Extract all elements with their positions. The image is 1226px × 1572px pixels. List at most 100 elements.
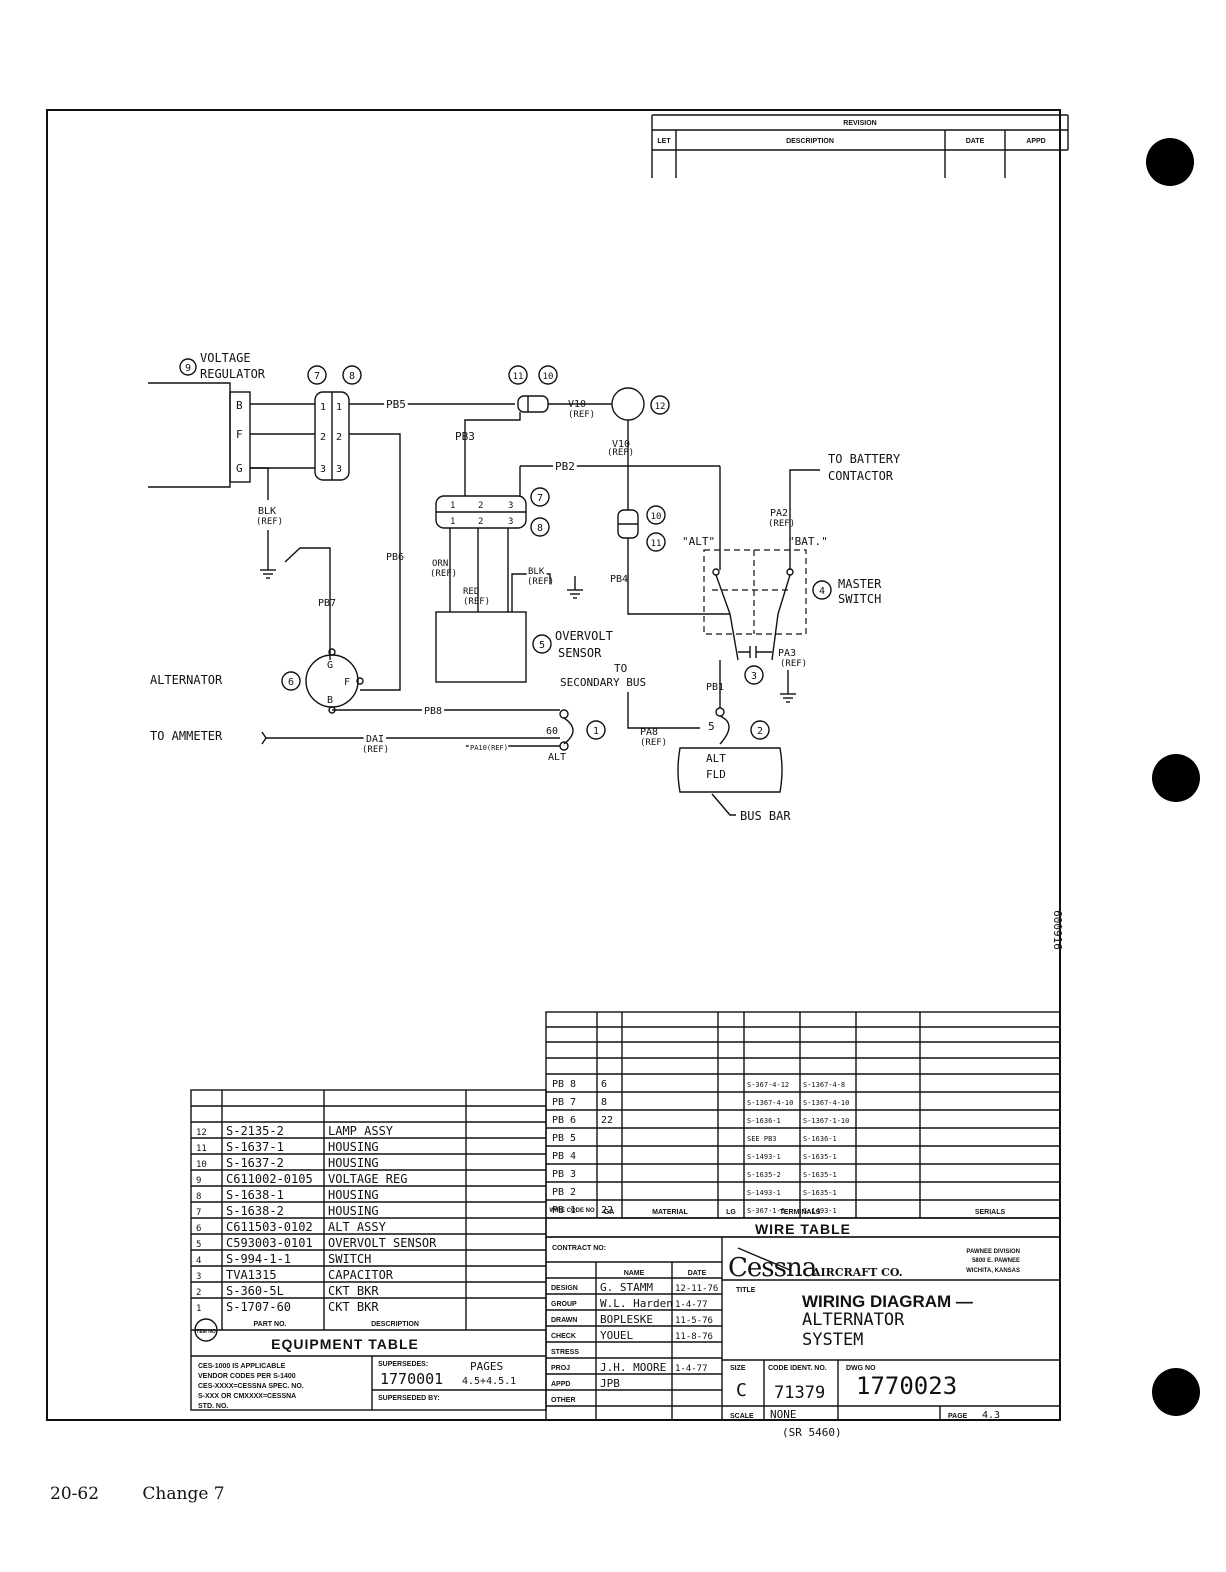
to-battery-label-1: TO BATTERY (828, 452, 901, 466)
svg-text:(REF): (REF) (607, 448, 634, 458)
vr-terminal-b: B (236, 399, 243, 412)
svg-text:1: 1 (320, 402, 326, 413)
company-logo: Cessna (728, 1253, 817, 1283)
schematic: 9 VOLTAGE REGULATOR B F G 7 8 1 1 2 2 3 … (148, 351, 1064, 950)
signoff-role: PROJ (551, 1365, 570, 1372)
wire-table-cell: S-1635-2 (747, 1171, 781, 1179)
equip-part-no: S-1637-1 (226, 1140, 284, 1154)
callout-1: 1 (593, 726, 599, 737)
svg-text:5800 E. PAWNEE: 5800 E. PAWNEE (972, 1258, 1020, 1264)
equip-item-no: 2 (196, 1288, 201, 1298)
signoff-name: J.H. MOORE (600, 1361, 666, 1374)
equip-description: HOUSING (328, 1188, 379, 1202)
svg-text:(REF): (REF) (362, 745, 389, 755)
supersedes-dwg: 1770001 (380, 1370, 443, 1388)
callout-7: 7 (314, 371, 320, 382)
wire-col-lg: LG (726, 1209, 736, 1216)
svg-text:1: 1 (450, 517, 455, 527)
svg-text:B: B (327, 695, 333, 706)
svg-text:DWG NO: DWG NO (846, 1365, 876, 1372)
svg-text:60: 60 (546, 726, 558, 737)
equip-item-no: 7 (196, 1208, 201, 1218)
wire-pb3-label: PB3 (455, 430, 475, 443)
svg-text:2: 2 (478, 501, 483, 511)
svg-text:8: 8 (537, 523, 543, 534)
wire-table-cell: S-1493-1 (803, 1207, 837, 1215)
signoff-role: CHECK (551, 1333, 576, 1340)
svg-text:PAGES: PAGES (470, 1360, 503, 1373)
drawing-title-2: ALTERNATOR (802, 1310, 905, 1330)
equip-part-no: C611503-0102 (226, 1220, 313, 1234)
svg-text:VENDOR CODES PER S-1400: VENDOR CODES PER S-1400 (198, 1373, 296, 1380)
svg-text:CES-1000 IS APPLICABLE: CES-1000 IS APPLICABLE (198, 1363, 286, 1370)
voltage-regulator-label-2: REGULATOR (200, 367, 266, 381)
svg-text:PAGE: PAGE (948, 1413, 968, 1420)
capacitor-icon (738, 646, 772, 658)
svg-text:SCALE: SCALE (730, 1413, 754, 1420)
wire-table-cell: S-1635-1 (803, 1153, 837, 1161)
callout-2: 2 (757, 726, 763, 737)
wire-col-material: MATERIAL (652, 1209, 688, 1216)
equip-item-no: 11 (196, 1144, 207, 1154)
bus-bar: ALT FLD BUS BAR (677, 747, 791, 823)
svg-text:(REF): (REF) (256, 517, 283, 527)
revision-col-let: LET (657, 138, 671, 145)
svg-text:2: 2 (336, 432, 342, 443)
callout-8: 8 (349, 371, 355, 382)
wire-pb5-label: PB5 (386, 398, 406, 411)
svg-text:5: 5 (708, 720, 715, 733)
wire-table-cell: S-1367-1-10 (803, 1117, 849, 1125)
equip-description: HOUSING (328, 1204, 379, 1218)
item-no-icon (194, 1318, 218, 1342)
signoff-role: OTHER (551, 1397, 576, 1404)
equip-col-part: PART NO. (254, 1321, 287, 1328)
svg-text:ALT: ALT (548, 752, 566, 763)
svg-text:2: 2 (320, 432, 326, 443)
callout-9: 9 (185, 363, 191, 374)
callout-11: 11 (513, 372, 524, 382)
signoff-role: GROUP (551, 1301, 577, 1308)
plug-7-8-lower: 1 2 3 1 2 3 7 8 (435, 487, 550, 537)
signoff-role: DESIGN (551, 1285, 578, 1292)
svg-text:(REF): (REF) (640, 738, 667, 748)
equip-part-no: S-1707-60 (226, 1300, 291, 1314)
equip-part-no: C611002-0105 (226, 1172, 313, 1186)
housing-connector (517, 395, 549, 413)
equip-part-no: S-1638-1 (226, 1188, 284, 1202)
wire-table-cell: 22 (601, 1115, 613, 1126)
change-number: Change 7 (142, 1484, 225, 1504)
equip-description: VOLTAGE REG (328, 1172, 407, 1186)
svg-text:ITEM NO.: ITEM NO. (195, 1329, 218, 1335)
equip-description: ALT ASSY (328, 1220, 387, 1234)
equip-description: OVERVOLT SENSOR (328, 1236, 437, 1250)
to-secondary-bus-label: SECONDARY BUS (560, 676, 646, 689)
svg-text:CONTRACT NO:: CONTRACT NO: (552, 1245, 606, 1252)
svg-text:3: 3 (508, 501, 513, 511)
equip-item-no: 6 (196, 1224, 201, 1234)
svg-text:PA10(REF): PA10(REF) (470, 744, 508, 752)
callout-3: 3 (751, 671, 757, 682)
wire-table-cell: S-1636-1 (803, 1135, 837, 1143)
wire-table-cell: PB 4 (552, 1151, 576, 1162)
svg-text:G: G (327, 660, 333, 671)
side-drawing-number: 600916 (1051, 910, 1064, 950)
wire-table-cell: PB 8 (552, 1079, 576, 1090)
svg-text:BLK: BLK (258, 506, 276, 517)
revision-block: REVISION LET DESCRIPTION DATE APPD (651, 114, 1069, 178)
callout-5: 5 (539, 640, 545, 651)
binder-hole-icon (1152, 754, 1200, 802)
wire-table-title: WIRE TABLE (755, 1221, 851, 1237)
svg-text:F: F (344, 677, 350, 688)
svg-text:BLK: BLK (528, 567, 545, 577)
signoff-name: W.L. Harden (600, 1297, 673, 1310)
wire-col-terminals: TERMINALS (780, 1209, 821, 1216)
svg-text:PAWNEE DIVISION: PAWNEE DIVISION (966, 1249, 1020, 1255)
voltage-regulator: 9 VOLTAGE REGULATOR B F G (148, 351, 266, 488)
svg-text:(REF): (REF) (568, 410, 595, 420)
signoff-date: 12-11-76 (675, 1284, 718, 1294)
svg-text:3: 3 (508, 517, 513, 527)
equip-item-no: 1 (196, 1304, 201, 1314)
svg-text:PA2: PA2 (770, 508, 788, 519)
